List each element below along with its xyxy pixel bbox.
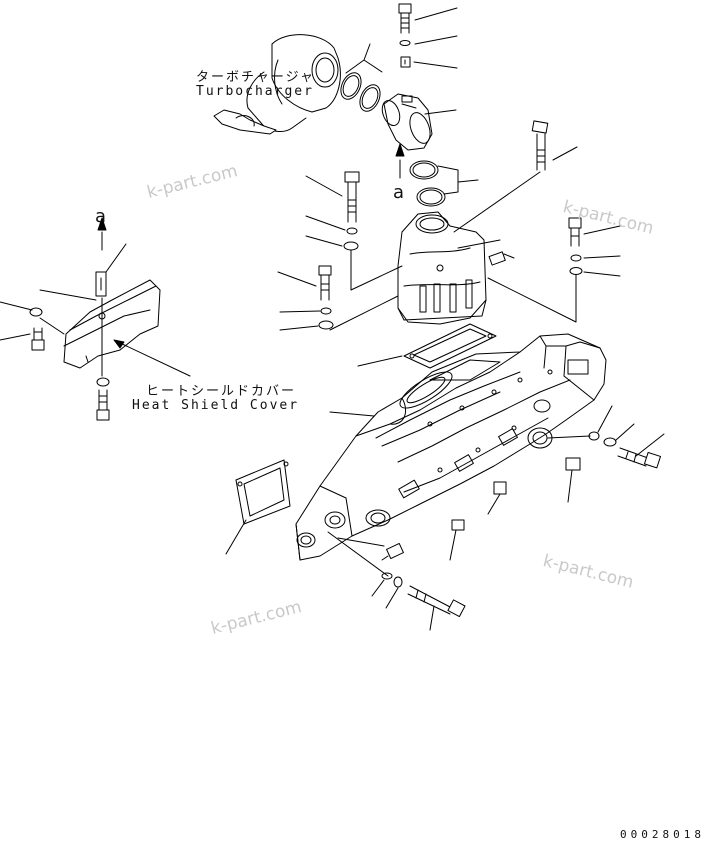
turbocharger <box>213 34 341 135</box>
turbo-gaskets <box>340 43 383 112</box>
connector-gasket <box>357 323 497 369</box>
exhaust-manifold <box>295 333 607 561</box>
callout-a-center: a <box>393 182 405 203</box>
callout-arrow-center <box>395 143 405 179</box>
manifold-long-bolt-bottom <box>407 585 466 631</box>
heat-shield-bolt <box>0 327 45 351</box>
heat-shield-washer <box>29 307 43 317</box>
heat-shield-label-en: Heat Shield Cover <box>132 398 300 413</box>
manifold-plug-1 <box>381 543 404 561</box>
callout-arrow-left <box>97 217 107 251</box>
center-bolt-lower <box>277 265 332 301</box>
top-bolt <box>398 3 412 34</box>
turbocharger-label-en: Turbocharger <box>196 84 314 99</box>
heat-shield-cover <box>63 279 191 377</box>
clamp-clip <box>400 56 411 68</box>
connector-plug <box>488 251 515 266</box>
manifold-plug-4 <box>565 457 581 503</box>
turbocharger-label-jp: ターボチャージャ <box>196 70 315 85</box>
long-bolt-top-right <box>531 120 578 171</box>
heat-shield-lower-bolt <box>96 389 110 421</box>
center-washer-lower <box>318 320 334 330</box>
heat-shield-label-jp: ヒートシールドカバー <box>146 384 297 399</box>
callout-a-left: a <box>95 206 107 227</box>
manifold-gasket <box>225 459 291 555</box>
heat-shield-lower-washer <box>96 377 110 387</box>
manifold-plug-3 <box>487 481 507 515</box>
center-lock-washer-lower <box>320 307 332 315</box>
manifold-plug-2 <box>449 519 465 561</box>
exhaust-connector <box>397 211 501 325</box>
center-gaskets <box>409 160 479 207</box>
center-bolt-upper <box>305 171 360 223</box>
heat-shield-bracket <box>39 243 127 301</box>
elbow-connector <box>381 93 457 151</box>
right-lock-washer <box>570 254 582 262</box>
manifold-lock-washer-bottom <box>393 576 403 588</box>
center-washer-upper <box>343 241 359 251</box>
top-washer <box>399 40 411 46</box>
right-washer <box>569 267 583 275</box>
center-lock-washer-upper <box>346 227 358 235</box>
manifold-washer-bottom <box>381 572 393 580</box>
manifold-long-bolt-right <box>617 433 665 469</box>
right-bolt-upper <box>568 217 621 247</box>
bolt-leader <box>453 171 541 233</box>
manifold-washer-right <box>603 437 617 447</box>
drawing-code: 00028018 <box>620 828 701 841</box>
